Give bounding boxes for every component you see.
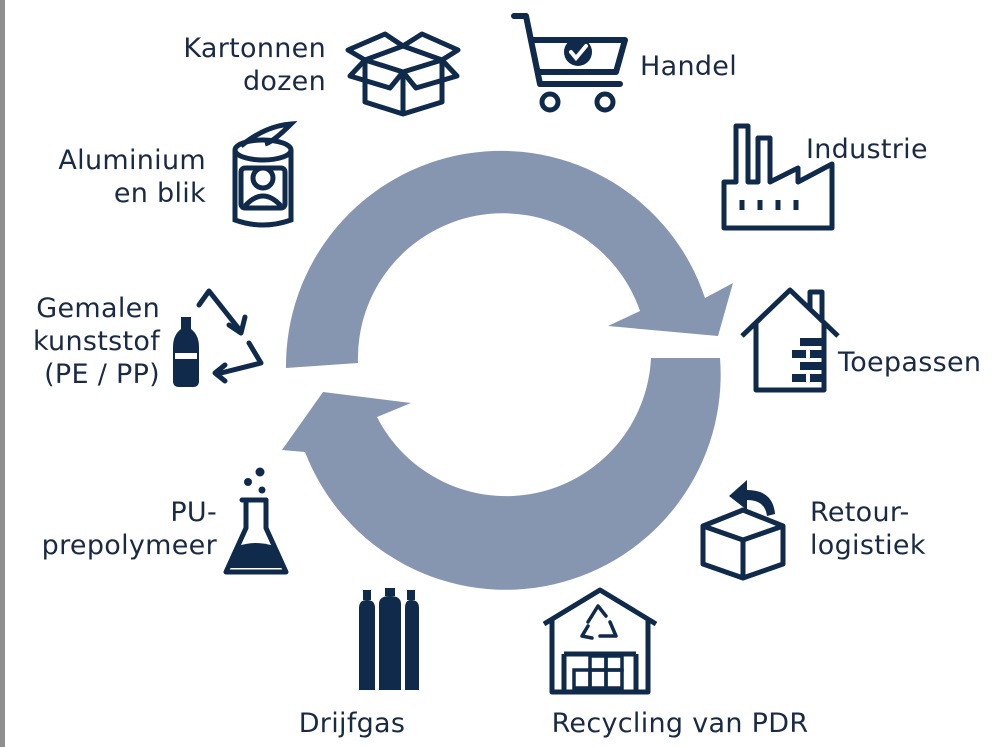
label-toepassen: Toepassen — [838, 347, 982, 378]
recycling-warehouse-icon — [542, 587, 658, 695]
recycle-bottle-icon — [173, 288, 264, 387]
top-arc-arrow — [285, 150, 733, 368]
tin-can-icon — [232, 120, 298, 228]
bottom-arc-arrow — [282, 358, 721, 590]
return-box-icon — [700, 480, 786, 581]
flask-icon — [223, 467, 289, 575]
left-edge-bar — [0, 0, 5, 747]
label-industrie: Industrie — [806, 134, 928, 165]
label-drijfgas: Drijfgas — [298, 708, 406, 739]
label-handel: Handel — [640, 51, 738, 82]
label-pu: PU-prepolymeer — [41, 497, 217, 561]
shopping-cart-icon — [511, 13, 628, 113]
factory-icon — [721, 123, 835, 231]
cardboard-box-icon — [345, 31, 461, 117]
label-retour: Retour-logistiek — [810, 497, 926, 561]
gas-cylinders-icon — [359, 588, 419, 690]
label-recycling: Recycling van PDR — [551, 708, 809, 739]
house-icon — [740, 287, 840, 393]
